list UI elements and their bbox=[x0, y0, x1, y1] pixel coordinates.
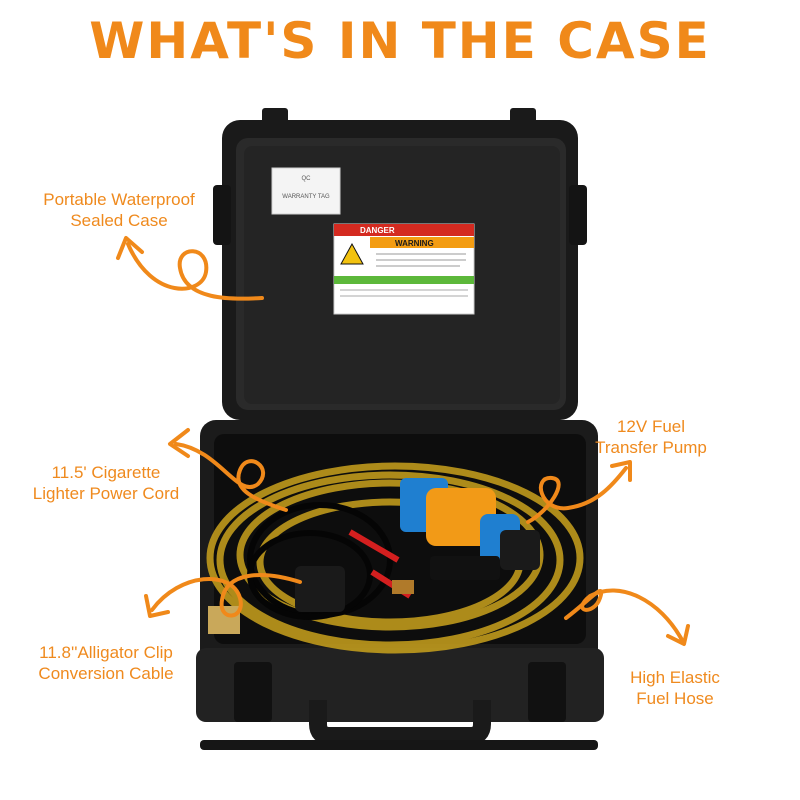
callout-hose: High Elastic Fuel Hose bbox=[610, 667, 740, 709]
alligator-clips bbox=[348, 529, 414, 599]
callout-cord-line1: 11.5' Cigarette bbox=[51, 463, 161, 482]
callout-case-line1: Portable Waterproof bbox=[43, 190, 195, 209]
callout-case: Portable Waterproof Sealed Case bbox=[14, 189, 224, 231]
callout-cord: 11.5' Cigarette Lighter Power Cord bbox=[16, 462, 196, 504]
callout-hose-line2: Fuel Hose bbox=[636, 689, 714, 708]
warning-sticker: DANGER WARNING bbox=[333, 223, 475, 315]
page-title: WHAT'S IN THE CASE bbox=[89, 12, 711, 70]
callout-clip: 11.8''Alligator Clip Conversion Cable bbox=[6, 642, 206, 684]
warranty-tag: QC WARRANTY TAG bbox=[271, 167, 341, 215]
callout-pump-line2: Transfer Pump bbox=[595, 438, 707, 457]
warning-text: WARNING bbox=[395, 239, 434, 248]
callout-case-line2: Sealed Case bbox=[70, 211, 168, 230]
callout-arrows bbox=[116, 236, 690, 646]
callout-clip-line1: 11.8''Alligator Clip bbox=[39, 643, 173, 662]
callout-pump-line1: 12V Fuel bbox=[616, 417, 686, 436]
callout-hose-line1: High Elastic bbox=[630, 668, 720, 687]
danger-text: DANGER bbox=[360, 226, 395, 235]
callout-clip-line2: Conversion Cable bbox=[38, 664, 174, 683]
callout-pump: 12V Fuel Transfer Pump bbox=[576, 416, 726, 458]
callout-cord-line2: Lighter Power Cord bbox=[32, 484, 180, 503]
tag-line-1: QC bbox=[302, 176, 312, 182]
tag-line-2: WARRANTY TAG bbox=[282, 194, 330, 200]
pump bbox=[400, 478, 540, 580]
